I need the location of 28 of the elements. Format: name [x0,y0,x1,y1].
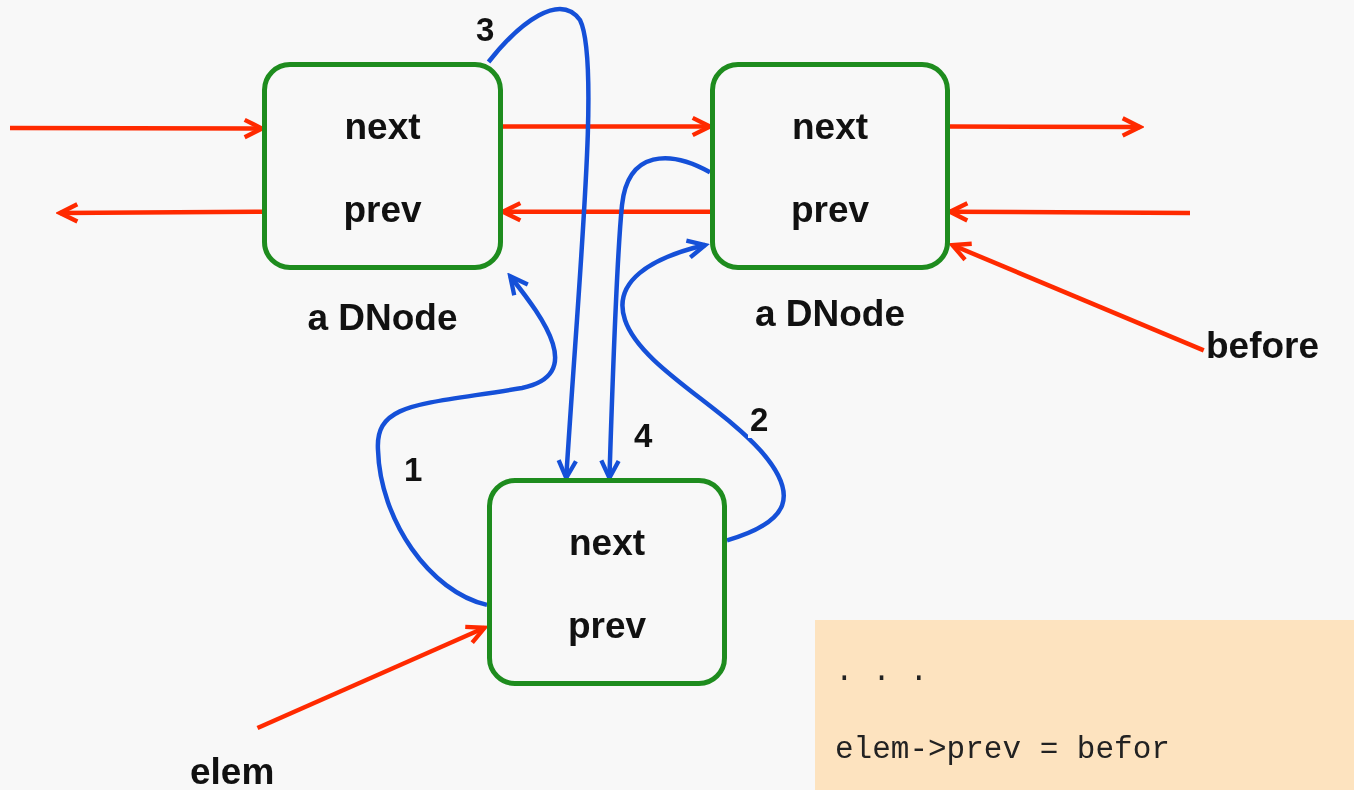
arrow [947,201,1190,223]
arrow [503,115,713,138]
arrow [599,156,711,481]
arrow [10,117,265,140]
node-box [487,478,727,686]
code-line: elem->prev = befor [835,731,1170,769]
code-line: . . . [835,653,928,691]
node-caption: a DNode [306,296,459,340]
field-label: prev [566,604,648,648]
field-label: next [343,105,422,149]
field-label: next [790,105,870,149]
variable-label: elem [190,750,275,790]
arrow [57,202,262,224]
field-label: prev [342,188,423,232]
node-box [262,62,503,270]
field-label: next [567,521,647,565]
field-label: prev [789,188,871,232]
arrow [486,7,591,481]
arrow [375,274,558,608]
arrow [950,241,1205,353]
arrow [256,624,487,731]
arrow [950,116,1143,138]
code-panel [815,620,1354,790]
node-box [710,62,950,270]
node-caption: a DNode [753,292,907,336]
arrow [620,238,786,543]
variable-label: before [1206,324,1320,368]
arrow [500,200,710,223]
